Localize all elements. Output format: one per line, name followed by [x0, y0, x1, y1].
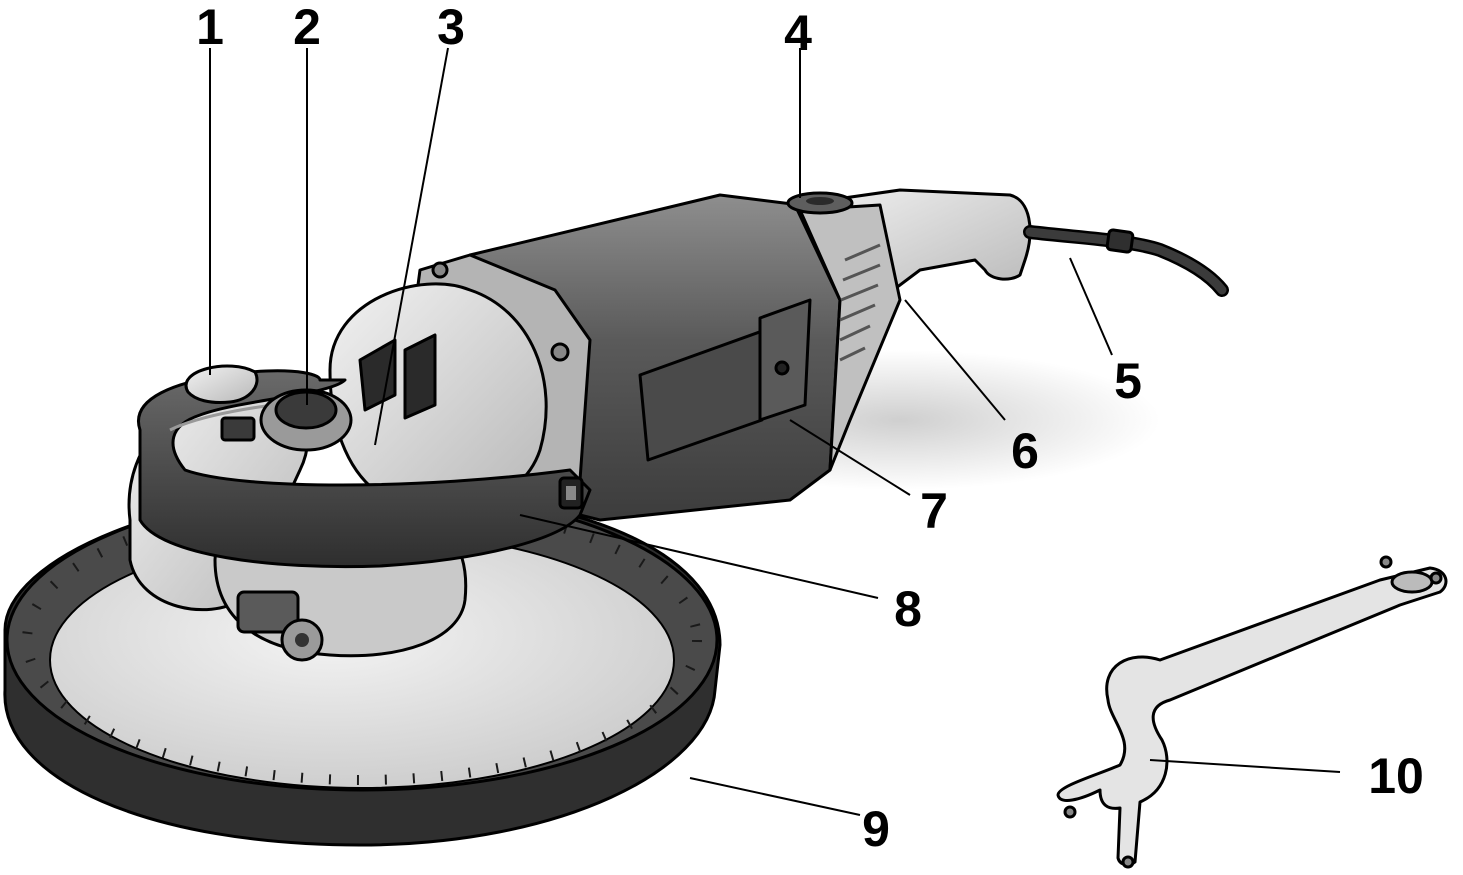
callout-6: 6 [1011, 423, 1039, 479]
leader-9 [689, 777, 861, 816]
disc-holes [22, 495, 702, 785]
callout-3: 3 [437, 0, 465, 55]
callout-2: 2 [293, 0, 321, 55]
leader-10 [1149, 759, 1341, 773]
pin-spanner [1056, 555, 1448, 869]
leader-5 [1069, 257, 1113, 356]
leader-6 [904, 299, 1006, 421]
leader-3 [374, 47, 449, 446]
callout-5: 5 [1114, 353, 1142, 409]
spindle-lock-button [259, 388, 353, 452]
callout-10: 10 [1368, 748, 1424, 804]
leader-8 [519, 514, 879, 599]
leader-7 [789, 419, 911, 496]
gear-housing [328, 253, 592, 522]
callout-8: 8 [894, 581, 922, 637]
callout-4: 4 [784, 5, 812, 61]
callout-1: 1 [196, 0, 224, 55]
callout-9: 9 [862, 801, 890, 857]
leader-lines [209, 47, 1341, 816]
front-knob [184, 364, 259, 404]
callout-7: 7 [920, 483, 948, 539]
callout-labels: 1 2 3 4 5 6 7 8 9 10 [196, 0, 1424, 857]
rear-housing [786, 188, 1032, 472]
